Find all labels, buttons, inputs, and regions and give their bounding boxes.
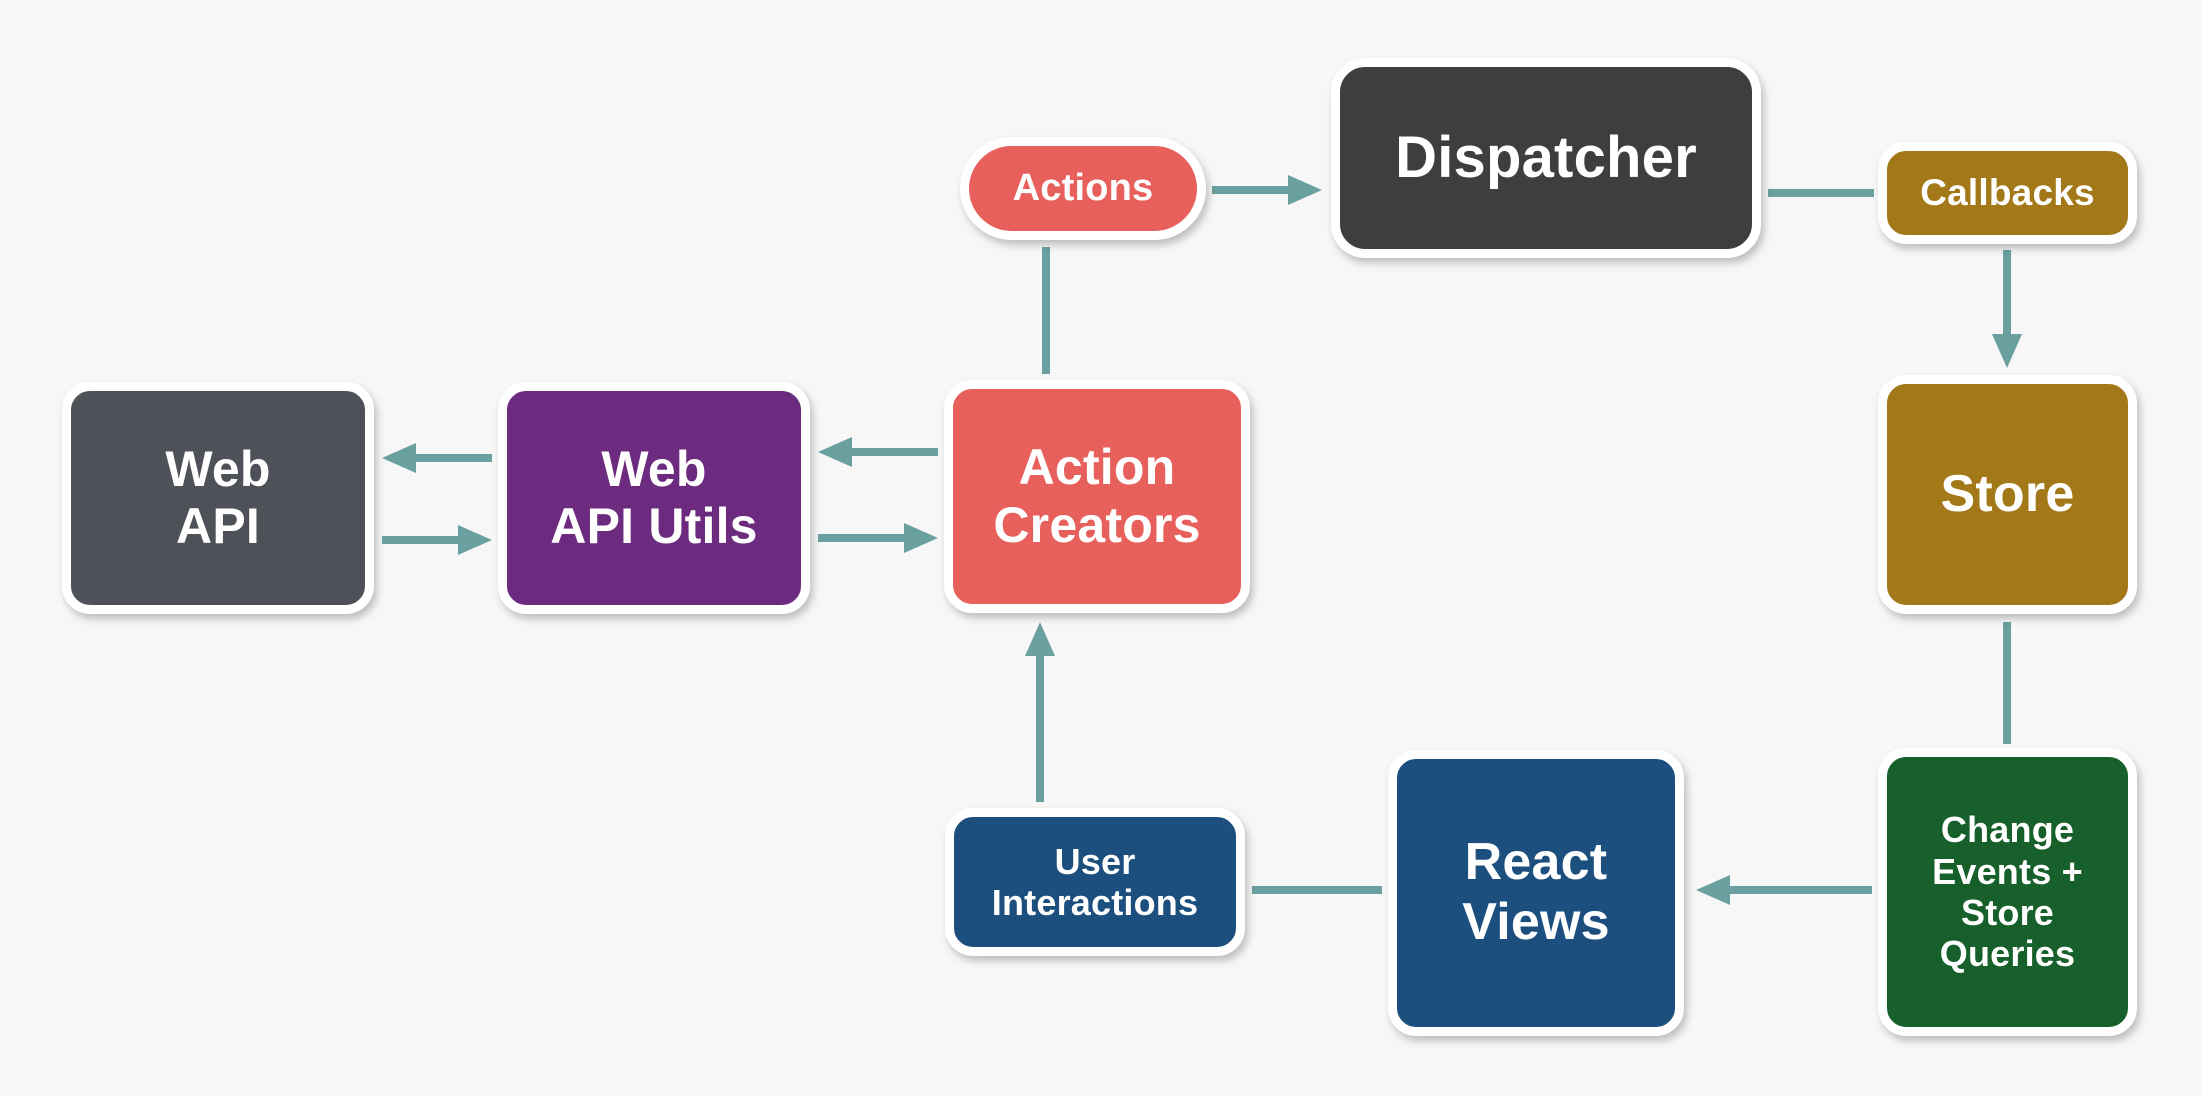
node-user-interactions-label: User Interactions	[991, 840, 1199, 923]
connector-change-events-to-react-views	[1696, 875, 1872, 905]
node-action-creators-label: Action Creators	[993, 439, 1201, 553]
node-dispatcher[interactable]: Dispatcher	[1331, 58, 1761, 258]
node-store[interactable]: Store	[1878, 375, 2137, 614]
node-web-api[interactable]: Web API	[62, 382, 374, 614]
connector-action-creators-to-web-api-utils	[818, 437, 938, 467]
node-web-api-label: Web API	[165, 440, 271, 555]
node-react-views[interactable]: React Views	[1388, 750, 1684, 1036]
connector-user-interactions-to-action-creators	[1025, 622, 1055, 802]
connector-web-api-utils-to-web-api	[382, 443, 492, 473]
node-actions-label: Actions	[1012, 166, 1154, 209]
connector-arrowhead	[1696, 875, 1730, 905]
connector-arrowhead	[1992, 334, 2022, 368]
connector-web-api-utils-to-action-creators	[818, 523, 938, 553]
connector-arrowhead	[818, 437, 852, 467]
node-change-events-store-queries[interactable]: Change Events + Store Queries	[1878, 748, 2137, 1036]
node-callbacks-label: Callbacks	[1920, 171, 2095, 213]
connector-callbacks-to-store	[1992, 250, 2022, 368]
node-web-api-utils-label: Web API Utils	[550, 440, 758, 555]
node-user-interactions[interactable]: User Interactions	[945, 808, 1245, 956]
node-web-api-utils[interactable]: Web API Utils	[498, 382, 810, 614]
connector-arrowhead	[904, 523, 938, 553]
node-action-creators[interactable]: Action Creators	[944, 380, 1250, 613]
node-actions[interactable]: Actions	[960, 137, 1206, 240]
connector-arrowhead	[1025, 622, 1055, 656]
connector-arrowhead	[382, 443, 416, 473]
node-react-views-label: React Views	[1462, 833, 1610, 951]
node-dispatcher-label: Dispatcher	[1395, 124, 1697, 190]
node-change-events-label: Change Events + Store Queries	[1932, 809, 2083, 975]
connector-arrowhead	[1288, 175, 1322, 205]
node-callbacks[interactable]: Callbacks	[1878, 142, 2137, 244]
connector-actions-to-dispatcher	[1212, 175, 1322, 205]
node-store-label: Store	[1940, 464, 2075, 523]
connector-web-api-to-web-api-utils	[382, 525, 492, 555]
connector-arrowhead	[458, 525, 492, 555]
